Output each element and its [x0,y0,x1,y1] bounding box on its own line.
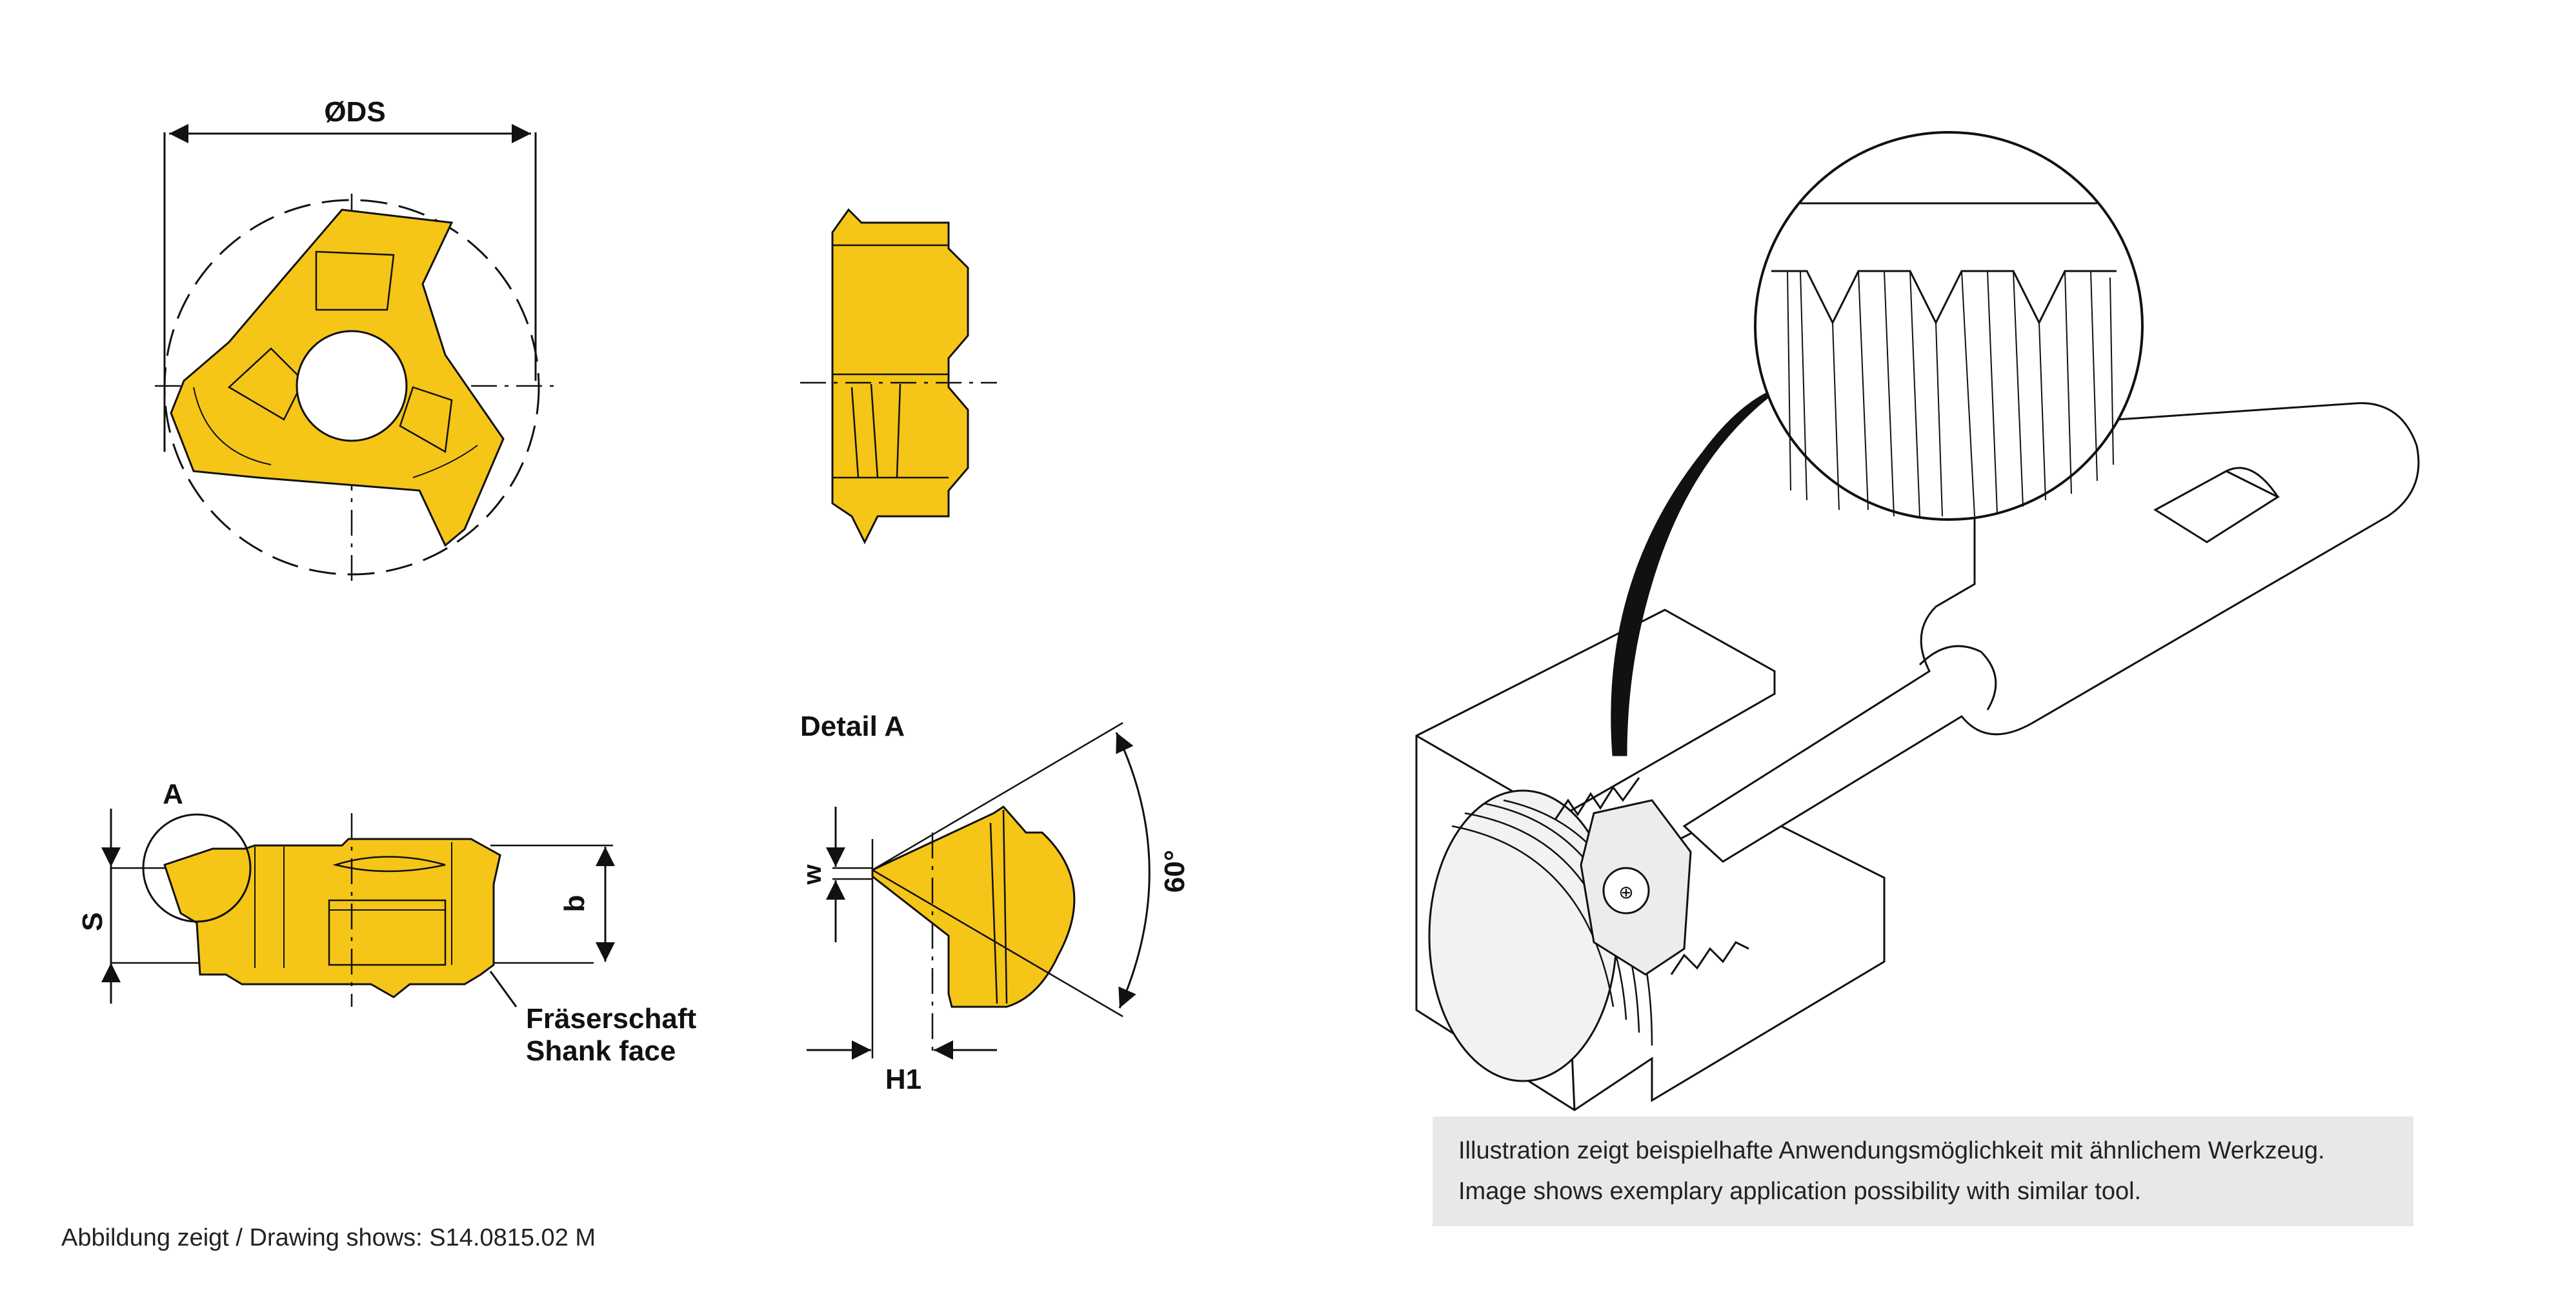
illustration-caption: Illustration zeigt beispielhafte Anwendu… [1433,1117,2413,1226]
insert-top-view: ØDS [155,96,555,581]
insert-profile-view: S A b Fräserschaft Shank face [77,778,696,1067]
thickness-label: S [77,912,108,931]
drawing-reference: Abbildung zeigt / Drawing shows: S14.081… [61,1224,596,1251]
detail-marker-label: A [163,778,183,810]
detail-a-view: Detail A w H1 60° [798,711,1191,1095]
width-label: b [559,895,590,913]
caption-german: Illustration zeigt beispielhafte Anwendu… [1458,1137,2325,1164]
h1-dim-label: H1 [885,1064,921,1095]
application-illustration: ⊕ [1415,131,2420,1111]
angle-label: 60° [1159,850,1191,893]
caption-english: Image shows exemplary application possib… [1458,1178,2142,1205]
angle-arc [1115,732,1151,1009]
insert-side-view [800,208,997,545]
diameter-label: ØDS [324,96,385,128]
zoom-circle [1754,131,2144,521]
shank-face-en-label: Shank face [526,1035,676,1067]
w-dim-label: w [798,864,827,885]
svg-text:⊕: ⊕ [1618,882,1633,902]
detail-tip-shape [871,805,1076,1008]
detail-title: Detail A [800,711,905,742]
shank-face-de-label: Fräserschaft [526,1003,696,1035]
